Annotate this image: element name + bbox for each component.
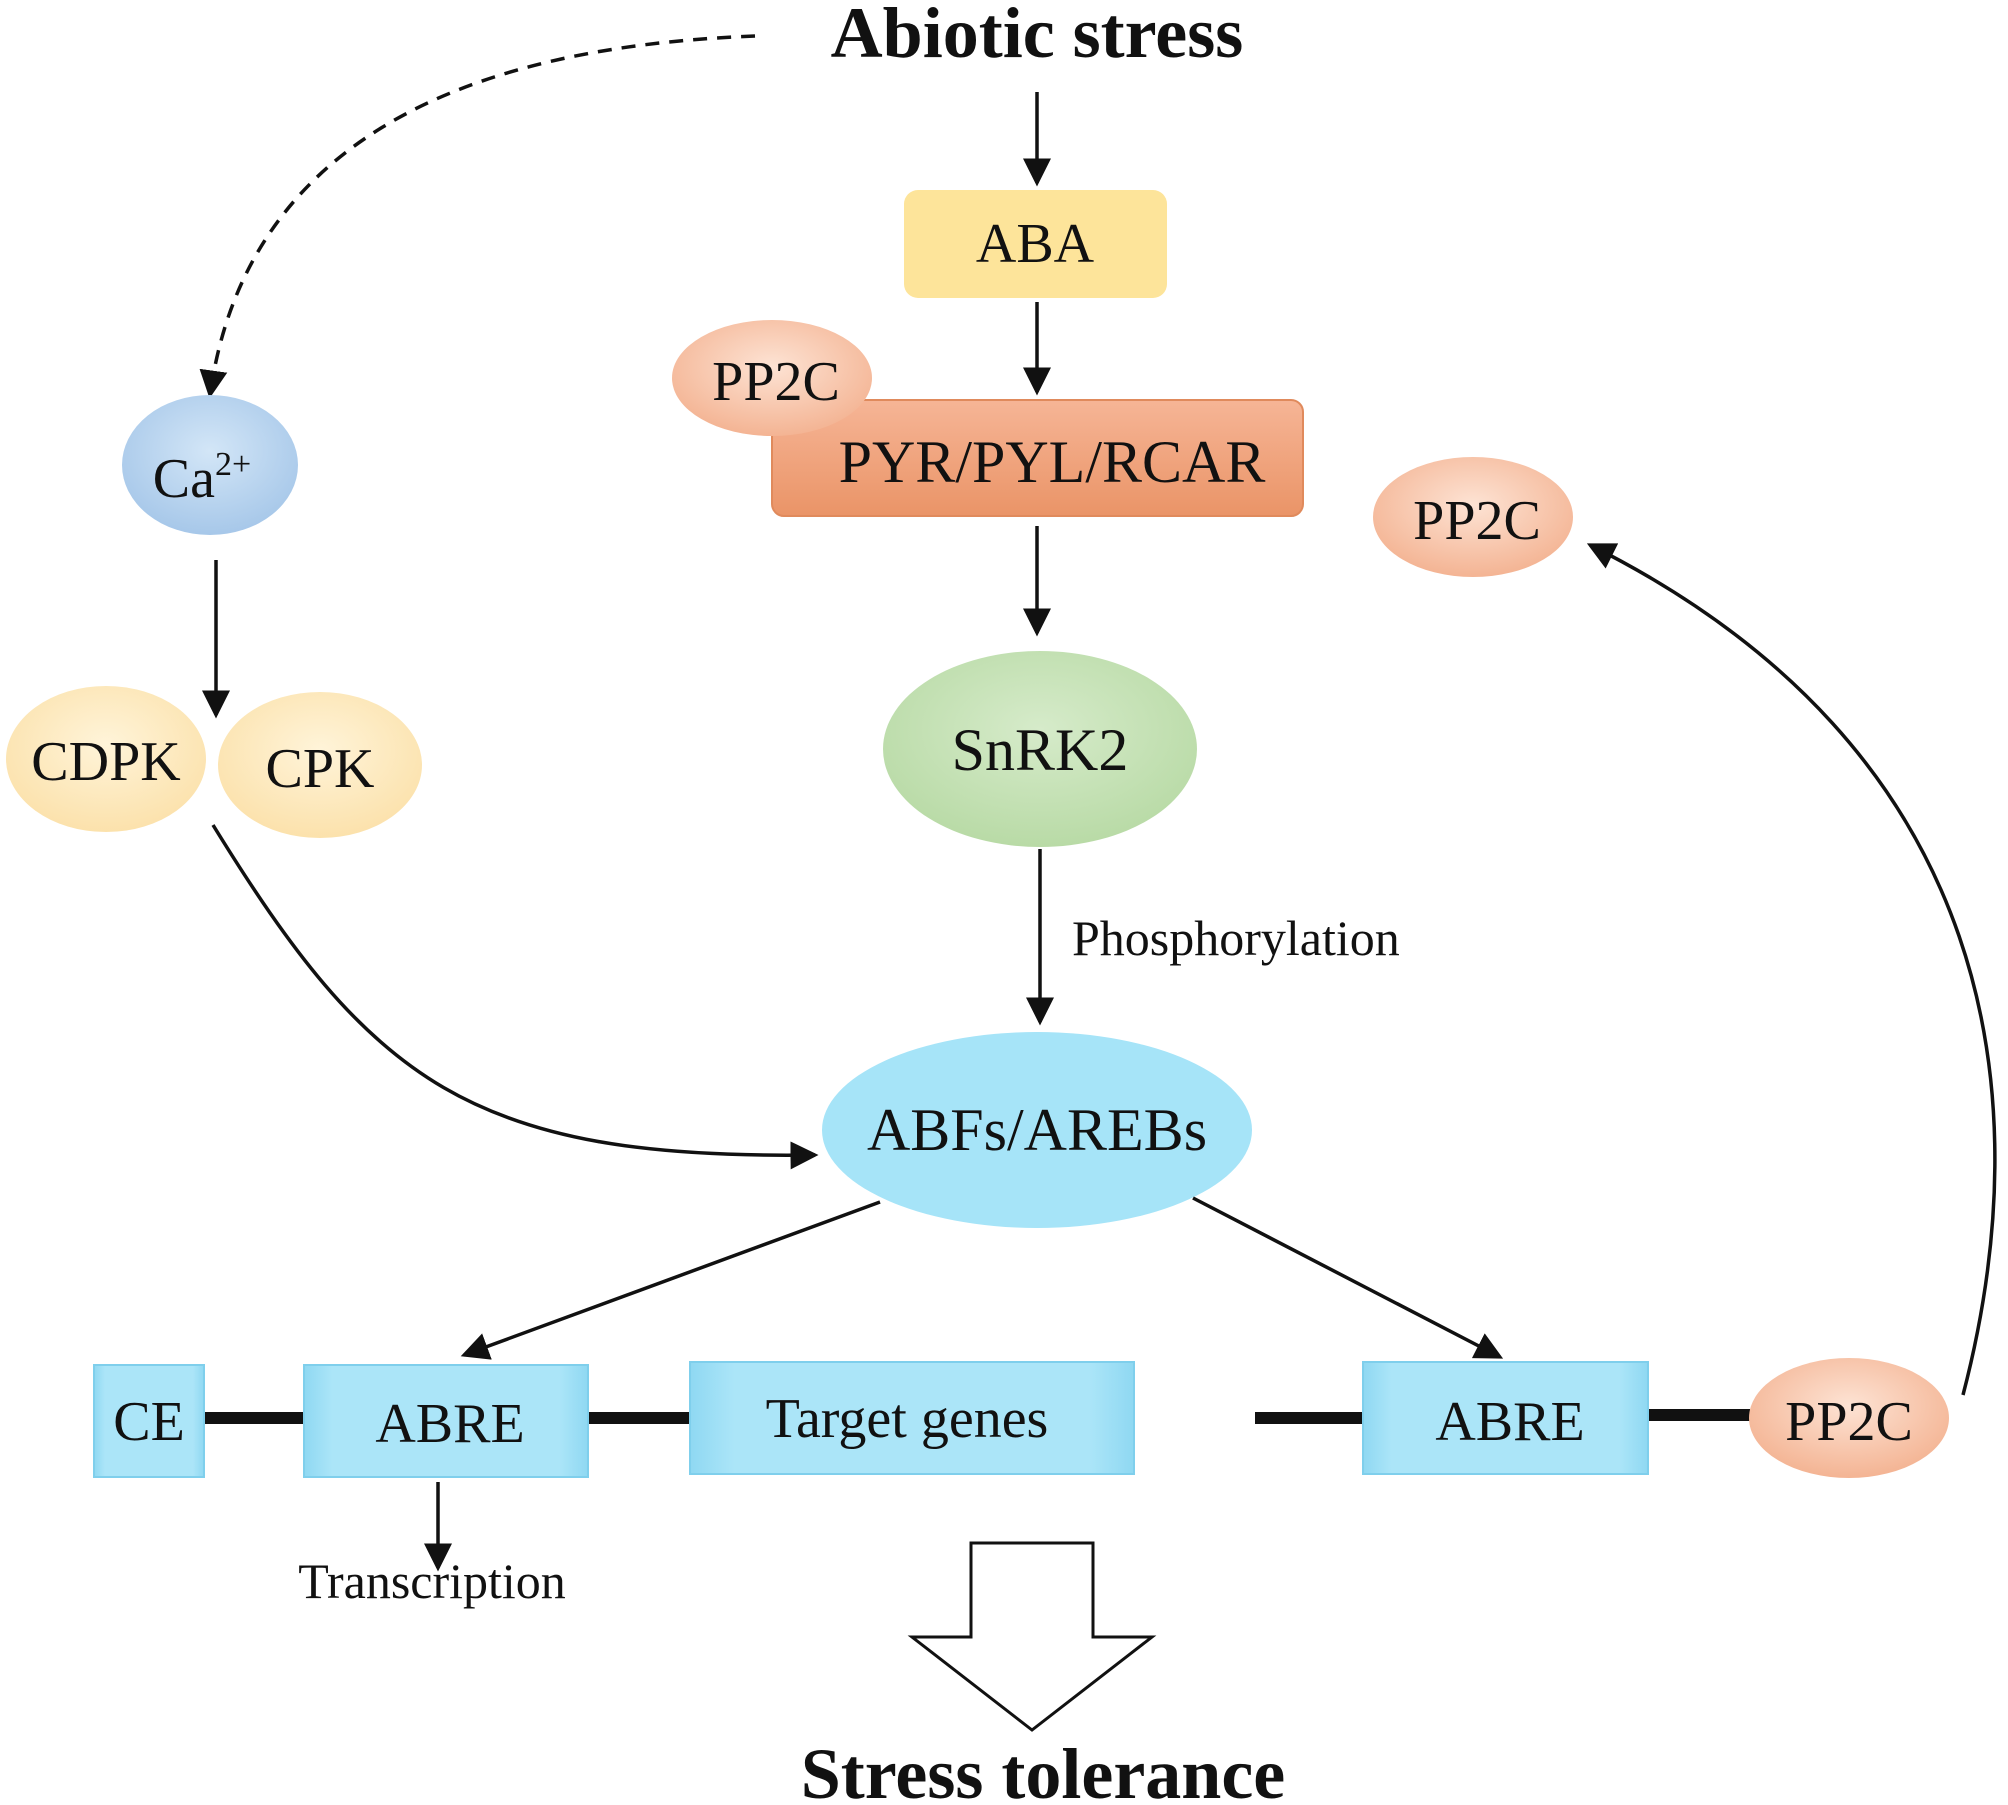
pp2c-gene-ellipse — [1749, 1358, 1949, 1478]
abfs-ellipse — [822, 1032, 1252, 1228]
ce-label: CE — [113, 1391, 185, 1453]
pp2c-receptor-ellipse — [672, 320, 872, 436]
snrk2-ellipse — [883, 651, 1197, 847]
pp2c-gene-label: PP2C — [1785, 1391, 1913, 1453]
cpk-label: CPK — [266, 738, 375, 800]
cdpk-label: CDPK — [31, 731, 180, 793]
abre-left-label: ABRE — [375, 1393, 524, 1455]
pp2c-feedback-ellipse — [1373, 457, 1573, 577]
abre-right-box — [1362, 1361, 1649, 1475]
abre-left-box — [303, 1364, 589, 1478]
calcium-label: Ca2+ — [153, 446, 251, 510]
aba-box — [904, 190, 1167, 298]
calcium-ellipse — [122, 395, 298, 535]
cpk-ellipse — [218, 692, 422, 838]
arrow-abfs-to-abre-right — [1192, 1196, 1504, 1359]
pp2c-receptor-label: PP2C — [712, 351, 840, 413]
arrow-feedback-to-pp2c — [1586, 543, 1997, 1396]
pp2c-feedback-label: PP2C — [1413, 490, 1541, 552]
title-abiotic-stress: Abiotic stress — [831, 0, 1244, 73]
abre-right-label: ABRE — [1435, 1391, 1584, 1453]
snrk2-label: SnRK2 — [952, 717, 1129, 783]
target-genes-label: Target genes — [766, 1388, 1049, 1450]
down-arrow-to-tolerance — [907, 1541, 1157, 1732]
calcium-symbol: Ca — [153, 448, 215, 510]
target-genes-box — [689, 1361, 1135, 1475]
arrow-kinases-to-abfs — [211, 824, 819, 1170]
arrow-stress-to-calcium — [199, 34, 756, 399]
cdpk-ellipse — [6, 686, 206, 832]
abfs-label: ABFs/AREBs — [867, 1097, 1207, 1163]
aba-label: ABA — [976, 213, 1095, 275]
calcium-charge: 2+ — [215, 446, 251, 483]
ce-box — [93, 1364, 205, 1478]
receptor-label: PYR/PYL/RCAR — [839, 429, 1266, 495]
transcription-label: Transcription — [298, 1553, 566, 1609]
phosphorylation-label: Phosphorylation — [1072, 910, 1400, 966]
receptor-box — [771, 399, 1304, 517]
arrow-abfs-to-abre-left — [460, 1200, 881, 1360]
title-stress-tolerance: Stress tolerance — [801, 1734, 1286, 1805]
